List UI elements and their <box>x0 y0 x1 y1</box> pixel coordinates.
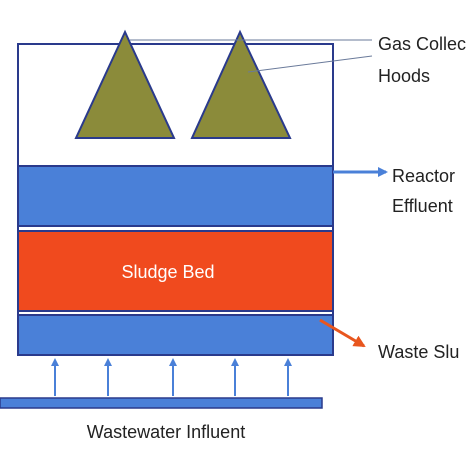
upper-water-layer <box>17 165 334 227</box>
waste-sludge-arrow <box>319 318 366 348</box>
gas-hoods-label-line1: Gas Collec <box>378 34 466 54</box>
gas-hoods-label-line2: Hoods <box>378 66 430 86</box>
lower-water-layer <box>17 314 334 356</box>
sludge-bed-layer <box>17 230 334 312</box>
waste-sludge-label: Waste Slu <box>378 342 459 362</box>
sludge-bed-label: Sludge Bed <box>121 262 214 282</box>
effluent-label-line1: Reactor <box>392 166 455 186</box>
gas-hood-left <box>74 29 176 139</box>
influent-pipe <box>0 397 323 409</box>
gas-hood-right <box>190 29 292 139</box>
influent-label: Wastewater Influent <box>87 422 245 442</box>
hood-leader-line-2 <box>247 55 373 73</box>
effluent-label-line2: Effluent <box>392 196 453 216</box>
